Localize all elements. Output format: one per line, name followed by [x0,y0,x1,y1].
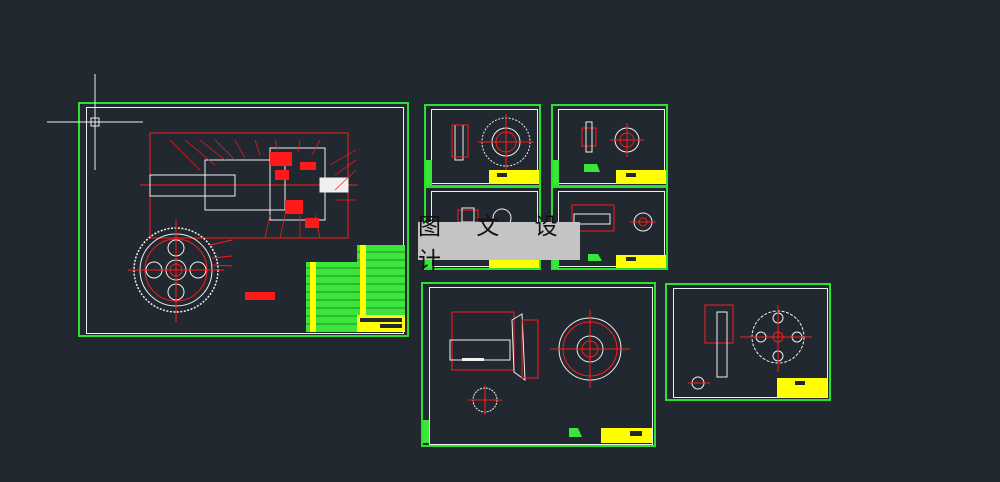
sheet-part-6[interactable] [665,283,831,401]
assembly-section-view [140,132,358,239]
sheet-inner-border [429,287,653,445]
part-1-geometry [426,114,539,185]
sheet-inner-border [431,109,538,184]
part-4-geometry [553,204,666,268]
part-6-geometry [688,304,827,397]
part-2-geometry [553,121,666,185]
watermark-overlay: 图 文 设 计 [418,214,580,274]
planetary-gear-view [128,220,275,322]
sheet-assembly[interactable] [78,102,409,337]
part-5-geometry [423,310,652,443]
sheet-inner-border [673,288,828,398]
part-3-geometry [426,207,539,268]
assembly-bom-table [306,245,405,332]
sheet-part-5[interactable] [421,282,656,447]
crosshair-cursor-icon [47,74,143,170]
sheet-inner-border [558,109,665,184]
sheet-inner-border [86,107,404,334]
